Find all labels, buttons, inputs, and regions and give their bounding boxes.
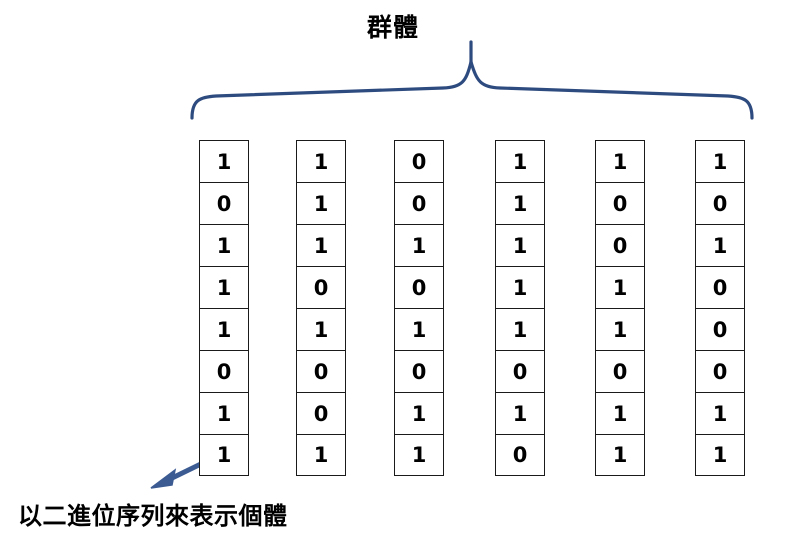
chromosome-column-4[interactable]: 1 1 1 1 1 0 1 0	[495, 140, 545, 476]
gene-cell: 0	[394, 140, 444, 182]
gene-cell: 1	[199, 392, 249, 434]
gene-cell: 1	[296, 308, 346, 350]
gene-cell: 1	[495, 308, 545, 350]
gene-cell: 0	[695, 266, 745, 308]
gene-cell: 1	[695, 224, 745, 266]
gene-cell: 0	[199, 350, 249, 392]
gene-cell: 1	[296, 182, 346, 224]
gene-cell: 0	[695, 350, 745, 392]
gene-cell: 1	[495, 140, 545, 182]
gene-cell: 0	[296, 392, 346, 434]
gene-cell: 0	[394, 266, 444, 308]
population-brace	[190, 40, 754, 120]
gene-cell: 1	[695, 434, 745, 476]
gene-cell: 1	[595, 434, 645, 476]
gene-cell: 1	[394, 308, 444, 350]
gene-cell: 0	[495, 350, 545, 392]
population-grid: 1 0 1 1 1 0 1 1 1 1 1 0 1 0 0 1 0 0 1 0 …	[199, 140, 747, 478]
page-title: 群體	[366, 13, 419, 42]
gene-cell: 1	[296, 224, 346, 266]
gene-cell: 0	[595, 182, 645, 224]
gene-cell: 1	[595, 392, 645, 434]
gene-cell: 1	[394, 392, 444, 434]
chromosome-column-5[interactable]: 1 0 0 1 1 0 1 1	[595, 140, 645, 476]
gene-cell: 1	[695, 140, 745, 182]
chromosome-column-2[interactable]: 1 1 1 0 1 0 0 1	[296, 140, 346, 476]
chromosome-column-6[interactable]: 1 0 1 0 0 0 1 1	[695, 140, 745, 476]
gene-cell: 1	[296, 434, 346, 476]
gene-cell: 0	[296, 266, 346, 308]
gene-cell: 1	[394, 434, 444, 476]
gene-cell: 1	[495, 392, 545, 434]
gene-cell: 1	[199, 224, 249, 266]
gene-cell: 0	[695, 308, 745, 350]
caption-text: 以二進位序列來表示個體	[18, 502, 288, 530]
gene-cell: 1	[695, 392, 745, 434]
gene-cell: 0	[695, 182, 745, 224]
gene-cell: 1	[495, 224, 545, 266]
gene-cell: 1	[199, 266, 249, 308]
gene-cell: 0	[394, 350, 444, 392]
gene-cell: 0	[296, 350, 346, 392]
gene-cell: 1	[595, 140, 645, 182]
gene-cell: 0	[495, 434, 545, 476]
gene-cell: 1	[199, 308, 249, 350]
gene-cell: 1	[394, 224, 444, 266]
gene-cell: 1	[495, 266, 545, 308]
chromosome-column-1[interactable]: 1 0 1 1 1 0 1 1	[199, 140, 249, 476]
gene-cell: 0	[394, 182, 444, 224]
gene-cell: 0	[595, 224, 645, 266]
gene-cell: 1	[296, 140, 346, 182]
gene-cell: 1	[495, 182, 545, 224]
chromosome-column-3[interactable]: 0 0 1 0 1 0 1 1	[394, 140, 444, 476]
gene-cell: 1	[595, 308, 645, 350]
gene-cell: 1	[199, 434, 249, 476]
gene-cell: 0	[199, 182, 249, 224]
gene-cell: 1	[595, 266, 645, 308]
gene-cell: 0	[595, 350, 645, 392]
gene-cell: 1	[199, 140, 249, 182]
